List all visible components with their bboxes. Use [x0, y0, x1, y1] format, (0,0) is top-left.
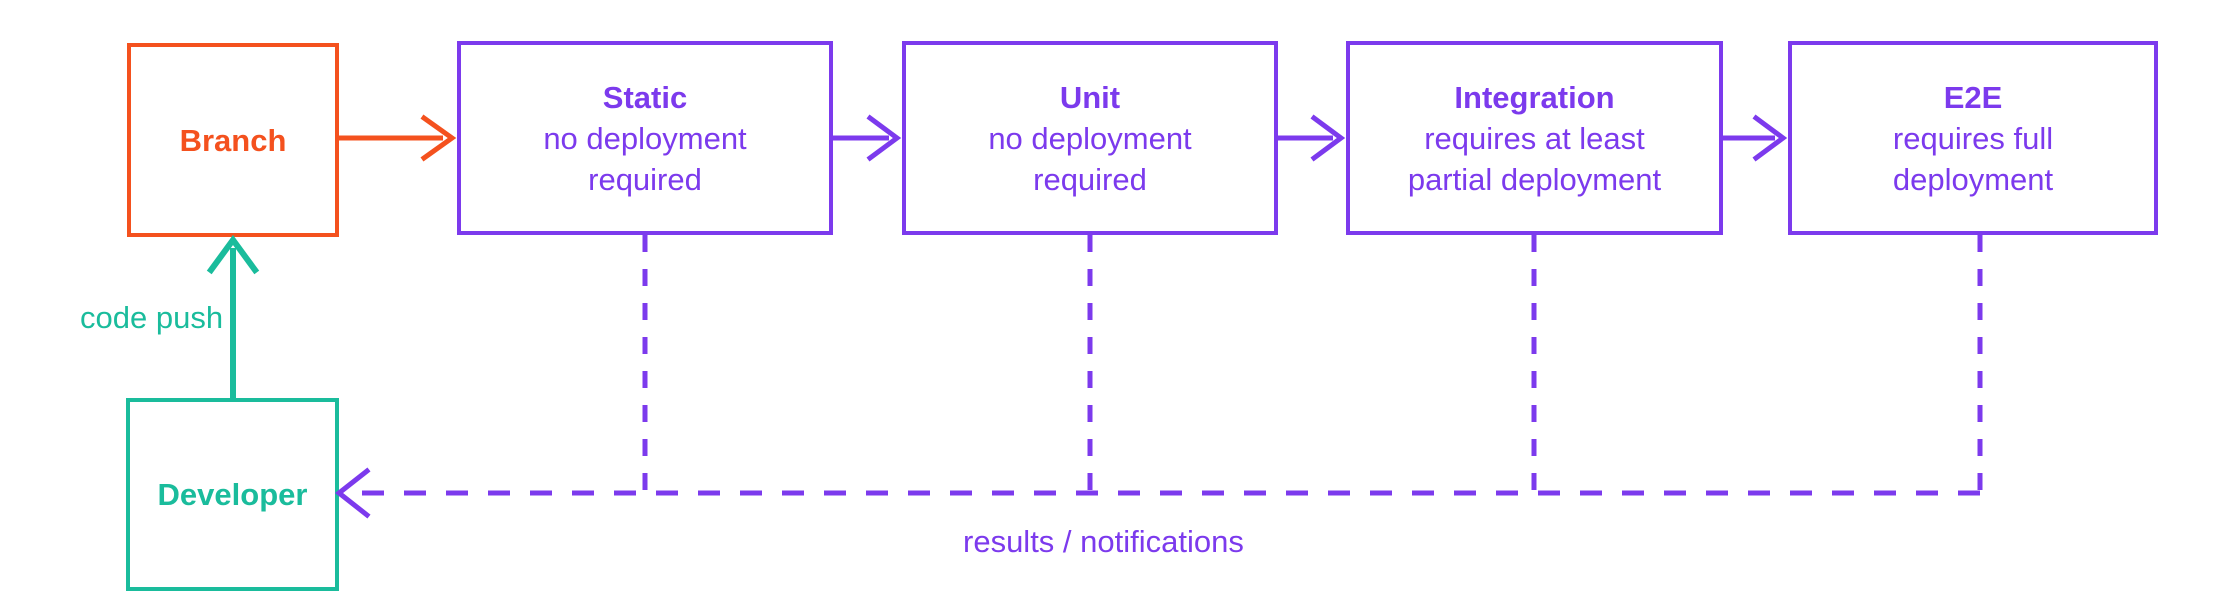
arrowhead-results-notifications — [334, 467, 371, 519]
node-static-line2: required — [588, 161, 702, 197]
edge-label-results-notifications: results / notifications — [963, 524, 1244, 559]
edge-code-push — [206, 234, 260, 398]
node-unit-line1: no deployment — [988, 120, 1192, 156]
node-developer[interactable]: Developer — [126, 398, 339, 591]
node-integration[interactable]: Integration requires at least partial de… — [1346, 41, 1723, 235]
node-developer-label: Developer — [157, 477, 308, 512]
node-integration-title: Integration — [1454, 79, 1615, 115]
node-unit-title: Unit — [1059, 79, 1121, 115]
node-static-title: Static — [602, 79, 688, 115]
node-static-line1: no deployment — [543, 120, 747, 156]
arrowhead-integration-to-e2e — [1752, 114, 1788, 162]
arrowhead-static-to-unit — [866, 114, 902, 162]
edge-label-code-push: code push — [80, 300, 224, 335]
arrowhead-branch-to-static — [420, 114, 457, 162]
edge-unit-to-integration — [1278, 114, 1346, 162]
node-unit-line2: required — [1033, 161, 1147, 197]
edge-integration-to-e2e — [1723, 114, 1788, 162]
node-branch[interactable]: Branch — [127, 43, 339, 237]
node-branch-label: Branch — [179, 122, 287, 158]
node-integration-line1: requires at least — [1424, 120, 1645, 156]
arrowhead-code-push — [206, 234, 260, 275]
node-static[interactable]: Static no deployment required — [457, 41, 833, 235]
node-integration-line2: partial deployment — [1407, 161, 1662, 197]
edge-static-to-unit — [833, 114, 902, 162]
node-e2e-line1: requires full — [1892, 120, 2054, 156]
node-e2e[interactable]: E2E requires full deployment — [1788, 41, 2158, 235]
node-unit[interactable]: Unit no deployment required — [902, 41, 1278, 235]
edge-results-notifications — [334, 467, 1980, 519]
node-e2e-title: E2E — [1943, 79, 2003, 115]
arrowhead-unit-to-integration — [1310, 114, 1346, 162]
edge-branch-to-static — [339, 114, 457, 162]
node-e2e-line2: deployment — [1892, 161, 2054, 197]
